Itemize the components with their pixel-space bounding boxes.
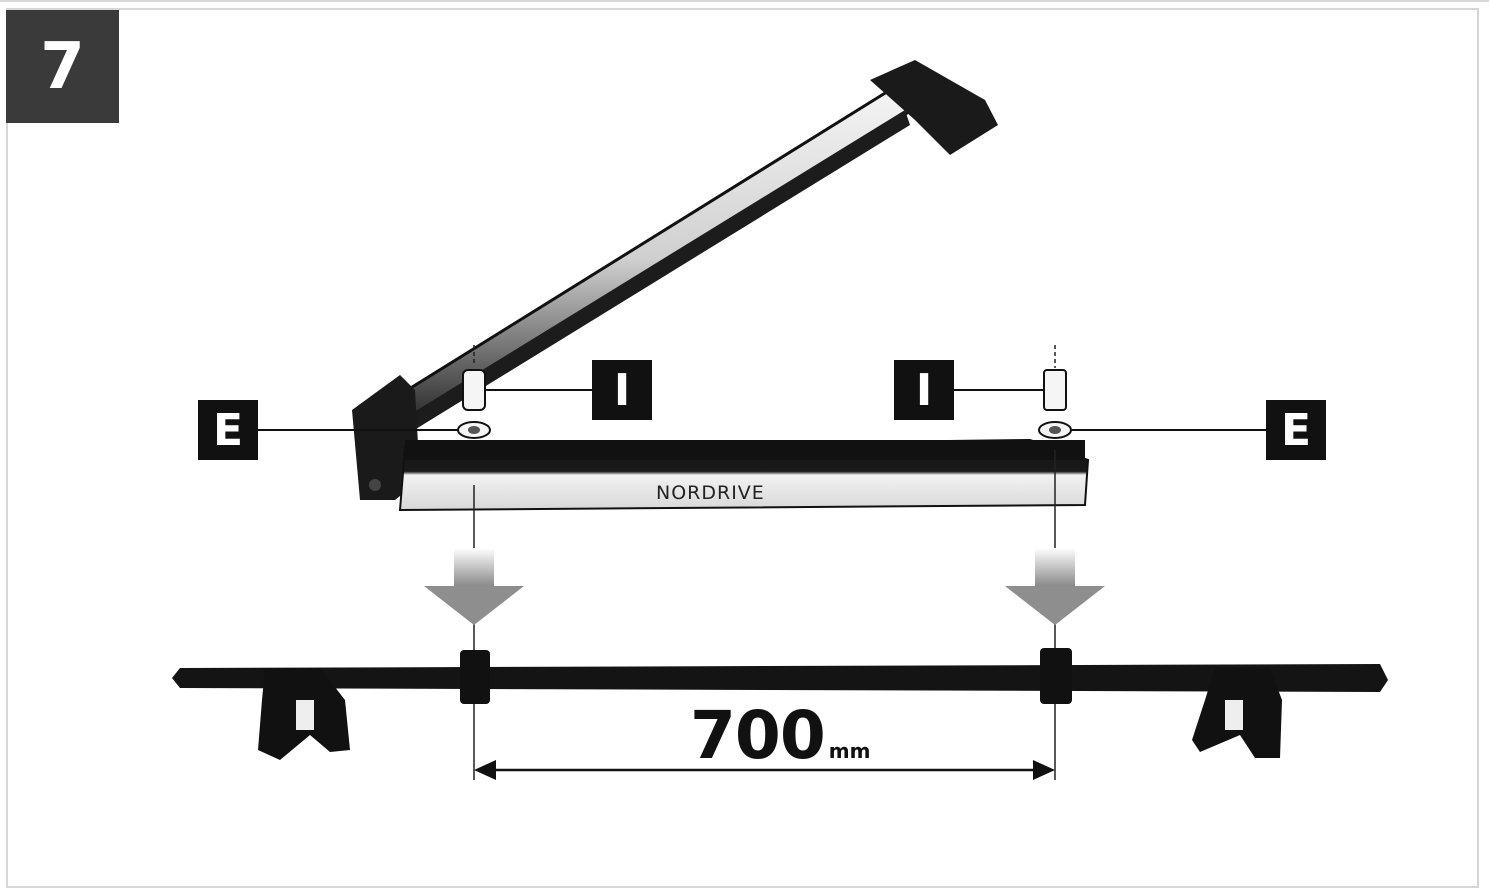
roof-bar: [172, 648, 1388, 760]
dimension-unit: mm: [828, 739, 871, 763]
down-arrow-right: [1005, 548, 1105, 625]
dimension-label: 700 mm: [690, 697, 870, 774]
top-border-line: [0, 0, 1489, 2]
label-e-right: E: [1266, 400, 1326, 460]
left-hardware: [457, 345, 491, 439]
down-arrow-left: [424, 548, 524, 625]
dimension-line: [474, 760, 1055, 780]
leader-lines: [258, 389, 1266, 431]
right-hardware: [1038, 345, 1072, 439]
carrier-upper-arm: [352, 60, 998, 500]
brand-logo-text: NORDRIVE: [656, 482, 765, 504]
dimension-value: 700: [690, 697, 826, 774]
carrier-base: [398, 438, 1090, 512]
label-i-left: I: [592, 360, 652, 420]
label-i-right: I: [894, 360, 954, 420]
step-number-badge: 7: [6, 10, 119, 123]
label-e-left: E: [198, 400, 258, 460]
